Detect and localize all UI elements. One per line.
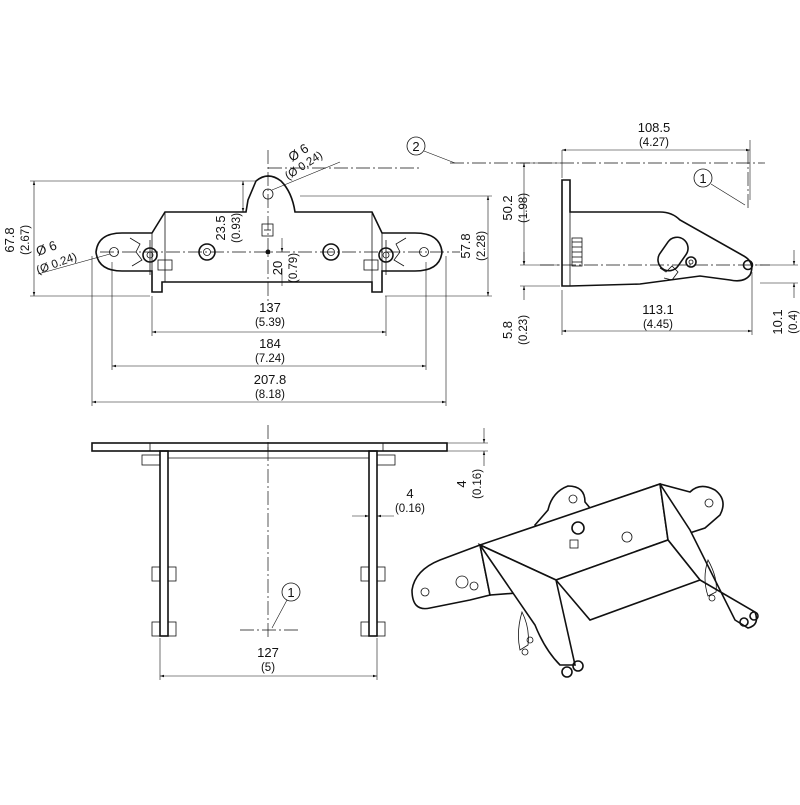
front-view: 67.8 (2.67) 23.5 (0.93) 20 (0.79) 57.8 (… bbox=[2, 141, 492, 406]
dim-side-width: 108.5 bbox=[638, 120, 671, 135]
dim-side-thickness: 5.8 bbox=[500, 321, 515, 339]
boss-left bbox=[198, 243, 216, 261]
dim-overall-width-in: (8.18) bbox=[255, 389, 285, 401]
dim-ear-offset-in: (0.93) bbox=[231, 213, 243, 243]
right-hole bbox=[419, 247, 429, 257]
dim-inner-width-in: (5.39) bbox=[255, 317, 285, 329]
dim-inner-width: 137 bbox=[259, 300, 281, 315]
dim-leg-thickness: 4 bbox=[406, 486, 413, 501]
clamp-left bbox=[129, 237, 173, 275]
dim-center-height: 20 bbox=[270, 261, 285, 275]
leg-right bbox=[368, 450, 378, 637]
iso-left-wing bbox=[411, 543, 491, 610]
base-plate bbox=[91, 442, 448, 452]
dim-leg-thickness-in: (0.16) bbox=[395, 503, 425, 515]
left-hole bbox=[109, 247, 119, 257]
dim-pivot-offset-in: (0.4) bbox=[788, 310, 800, 334]
svg-text:1: 1 bbox=[287, 585, 294, 600]
callout-1-bottom bbox=[281, 582, 301, 602]
svg-text:2: 2 bbox=[412, 139, 419, 154]
bracket-side-outline bbox=[561, 179, 753, 287]
dim-hole-spacing-in: (7.24) bbox=[255, 353, 285, 365]
side-view: 108.5 (4.27) 50.2 (1.98) 5.8 (0.23) 113.… bbox=[406, 120, 800, 345]
top-hole bbox=[262, 188, 274, 200]
leg-left bbox=[159, 450, 169, 637]
dim-plate-thickness-in: (0.16) bbox=[472, 469, 484, 499]
dim-body-height-in: (2.28) bbox=[476, 231, 488, 261]
boss-right bbox=[322, 243, 340, 261]
callout-1-side bbox=[693, 168, 713, 188]
clamp-right bbox=[363, 237, 407, 275]
dim-side-hole: Ø 6 bbox=[34, 238, 59, 259]
dim-side-depth-in: (4.45) bbox=[643, 319, 673, 331]
dim-bottom-width-in: (5) bbox=[261, 662, 275, 674]
bottom-view: 4 (0.16) 4 (0.16) 127 (5) 1 bbox=[91, 425, 488, 680]
dim-overall-height-in: (2.67) bbox=[20, 225, 32, 255]
dim-side-depth: 113.1 bbox=[642, 302, 674, 317]
dim-side-width-in: (4.27) bbox=[639, 137, 669, 149]
bracket-front-outline bbox=[95, 175, 443, 293]
svg-text:1: 1 bbox=[699, 171, 706, 186]
dim-overall-width: 207.8 bbox=[254, 372, 287, 387]
dim-center-height-in: (0.79) bbox=[288, 253, 300, 283]
ground-symbol-icon bbox=[261, 223, 274, 237]
dim-side-thickness-in: (0.23) bbox=[518, 315, 530, 345]
center-dot bbox=[265, 249, 271, 255]
dim-body-height: 57.8 bbox=[458, 233, 473, 258]
iso-left-wall bbox=[477, 543, 576, 666]
isometric-view bbox=[411, 482, 759, 678]
dim-hole-spacing: 184 bbox=[259, 336, 281, 351]
dim-ear-offset: 23.5 bbox=[213, 215, 228, 240]
dim-bottom-width: 127 bbox=[257, 645, 279, 660]
dim-pivot-offset: 10.1 bbox=[770, 309, 785, 334]
adjust-slot bbox=[657, 236, 689, 272]
dim-plate-thickness: 4 bbox=[454, 480, 469, 487]
dim-side-height-in: (1.98) bbox=[518, 193, 530, 223]
dim-side-height: 50.2 bbox=[500, 195, 515, 220]
dim-overall-height: 67.8 bbox=[2, 227, 17, 252]
callout-2 bbox=[406, 136, 426, 156]
pivot-hole bbox=[742, 259, 754, 271]
